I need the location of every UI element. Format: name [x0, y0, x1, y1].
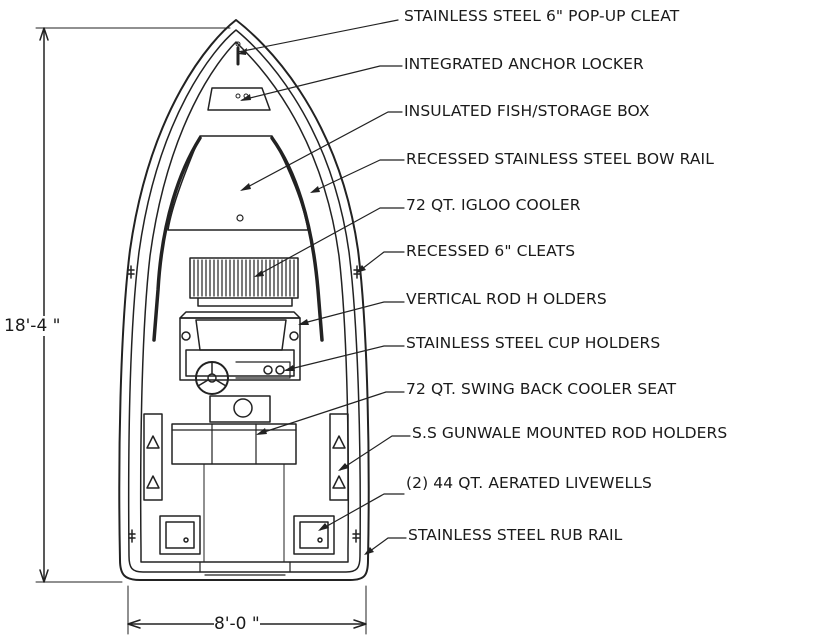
rub-rail: [127, 29, 361, 573]
rod-holder-starboard: [289, 331, 299, 341]
callout-recessed-cleats: RECESSED 6" CLEATS: [406, 242, 576, 260]
callout-rub-rail: STAINLESS STEEL RUB RAIL: [408, 526, 623, 544]
livewell-port-plug: [183, 537, 189, 543]
beam-label: 8'-0 ": [214, 614, 260, 634]
rod-holder-triangle-1: [146, 435, 160, 449]
cockpit-floor: [203, 463, 285, 563]
length-dimension: [35, 27, 231, 583]
rod-holder-triangle-4: [332, 475, 346, 489]
deck-plate: [233, 398, 253, 418]
livewell-starboard-plug: [317, 537, 323, 543]
igloo-cooler: [189, 257, 299, 299]
transom: [199, 561, 291, 576]
gunwale-rod-holder-starboard: [329, 413, 349, 501]
anchor-locker-latch-1: [235, 93, 241, 99]
leader-fish-box: [241, 111, 403, 191]
recessed-cleat-starboard-stern: [352, 529, 360, 543]
hull-outline: [118, 19, 370, 581]
leader-cooler-seat: [257, 391, 405, 435]
leader-arrowheads: [238, 48, 374, 555]
leader-rod-holders: [299, 301, 405, 325]
length-label: 18'-4 ": [4, 316, 61, 336]
callout-popup-cleat: STAINLESS STEEL 6" POP-UP CLEAT: [404, 7, 680, 25]
bow-rail-port: [152, 136, 202, 342]
callout-gunwale-rod-holders: S.S GUNWALE MOUNTED ROD HOLDERS: [412, 424, 728, 442]
igloo-cooler-ribs: [193, 259, 295, 297]
leader-anchor-locker: [241, 65, 403, 101]
leader-rub-rail: [365, 537, 407, 555]
leader-gunwale-rod-holders: [339, 435, 411, 471]
callout-fish-box: INSULATED FISH/STORAGE BOX: [404, 102, 650, 120]
popup-cleat-base: [235, 41, 241, 47]
cooler-seat-cushions: [171, 423, 297, 465]
leader-cup-holders: [285, 345, 405, 371]
livewell-starboard: [293, 515, 335, 555]
callout-igloo-cooler: 72 QT. IGLOO COOLER: [406, 196, 581, 214]
callout-bow-rail: RECESSED STAINLESS STEEL BOW RAIL: [406, 150, 714, 168]
steering-hub: [207, 373, 217, 383]
deck-edge: [139, 41, 350, 563]
console-windshield: [195, 319, 287, 351]
gunwale-rod-holder-port: [143, 413, 163, 501]
cooler-seat: [171, 423, 297, 465]
rod-holder-triangle-3: [332, 435, 346, 449]
bow-rail-starboard: [270, 136, 324, 342]
fish-box: [167, 135, 309, 231]
rod-holder-port: [181, 331, 191, 341]
recessed-cleat-port-stern: [128, 529, 136, 543]
steering-spokes: [197, 361, 227, 387]
fish-box-latch: [236, 214, 244, 222]
console-pedestal: [209, 395, 271, 423]
leader-bow-rail: [311, 159, 405, 193]
callout-cup-holders: STAINLESS STEEL CUP HOLDERS: [406, 334, 661, 352]
callout-anchor-locker: INTEGRATED ANCHOR LOCKER: [404, 55, 644, 73]
leader-igloo-cooler: [255, 207, 405, 277]
anchor-locker: [207, 87, 271, 111]
leader-lines: [237, 19, 411, 555]
livewell-port-lid: [165, 521, 195, 549]
callout-rod-holders: VERTICAL ROD H OLDERS: [406, 290, 607, 308]
livewell-port: [159, 515, 201, 555]
recessed-cleat-port-bow: [127, 265, 135, 279]
cup-holder-1: [263, 365, 273, 375]
console-dash: [185, 349, 295, 377]
livewell-starboard-lid: [299, 521, 329, 549]
leader-livewells: [319, 493, 405, 531]
cup-holder-2: [275, 365, 285, 375]
cooler-bench: [197, 297, 293, 307]
leader-recessed-cleats: [357, 251, 405, 273]
callout-livewells: (2) 44 QT. AERATED LIVEWELLS: [406, 474, 652, 492]
callout-cooler-seat: 72 QT. SWING BACK COOLER SEAT: [406, 380, 677, 398]
leader-popup-cleat: [237, 19, 399, 53]
rod-holder-triangle-2: [146, 475, 160, 489]
console-top: [179, 311, 301, 319]
